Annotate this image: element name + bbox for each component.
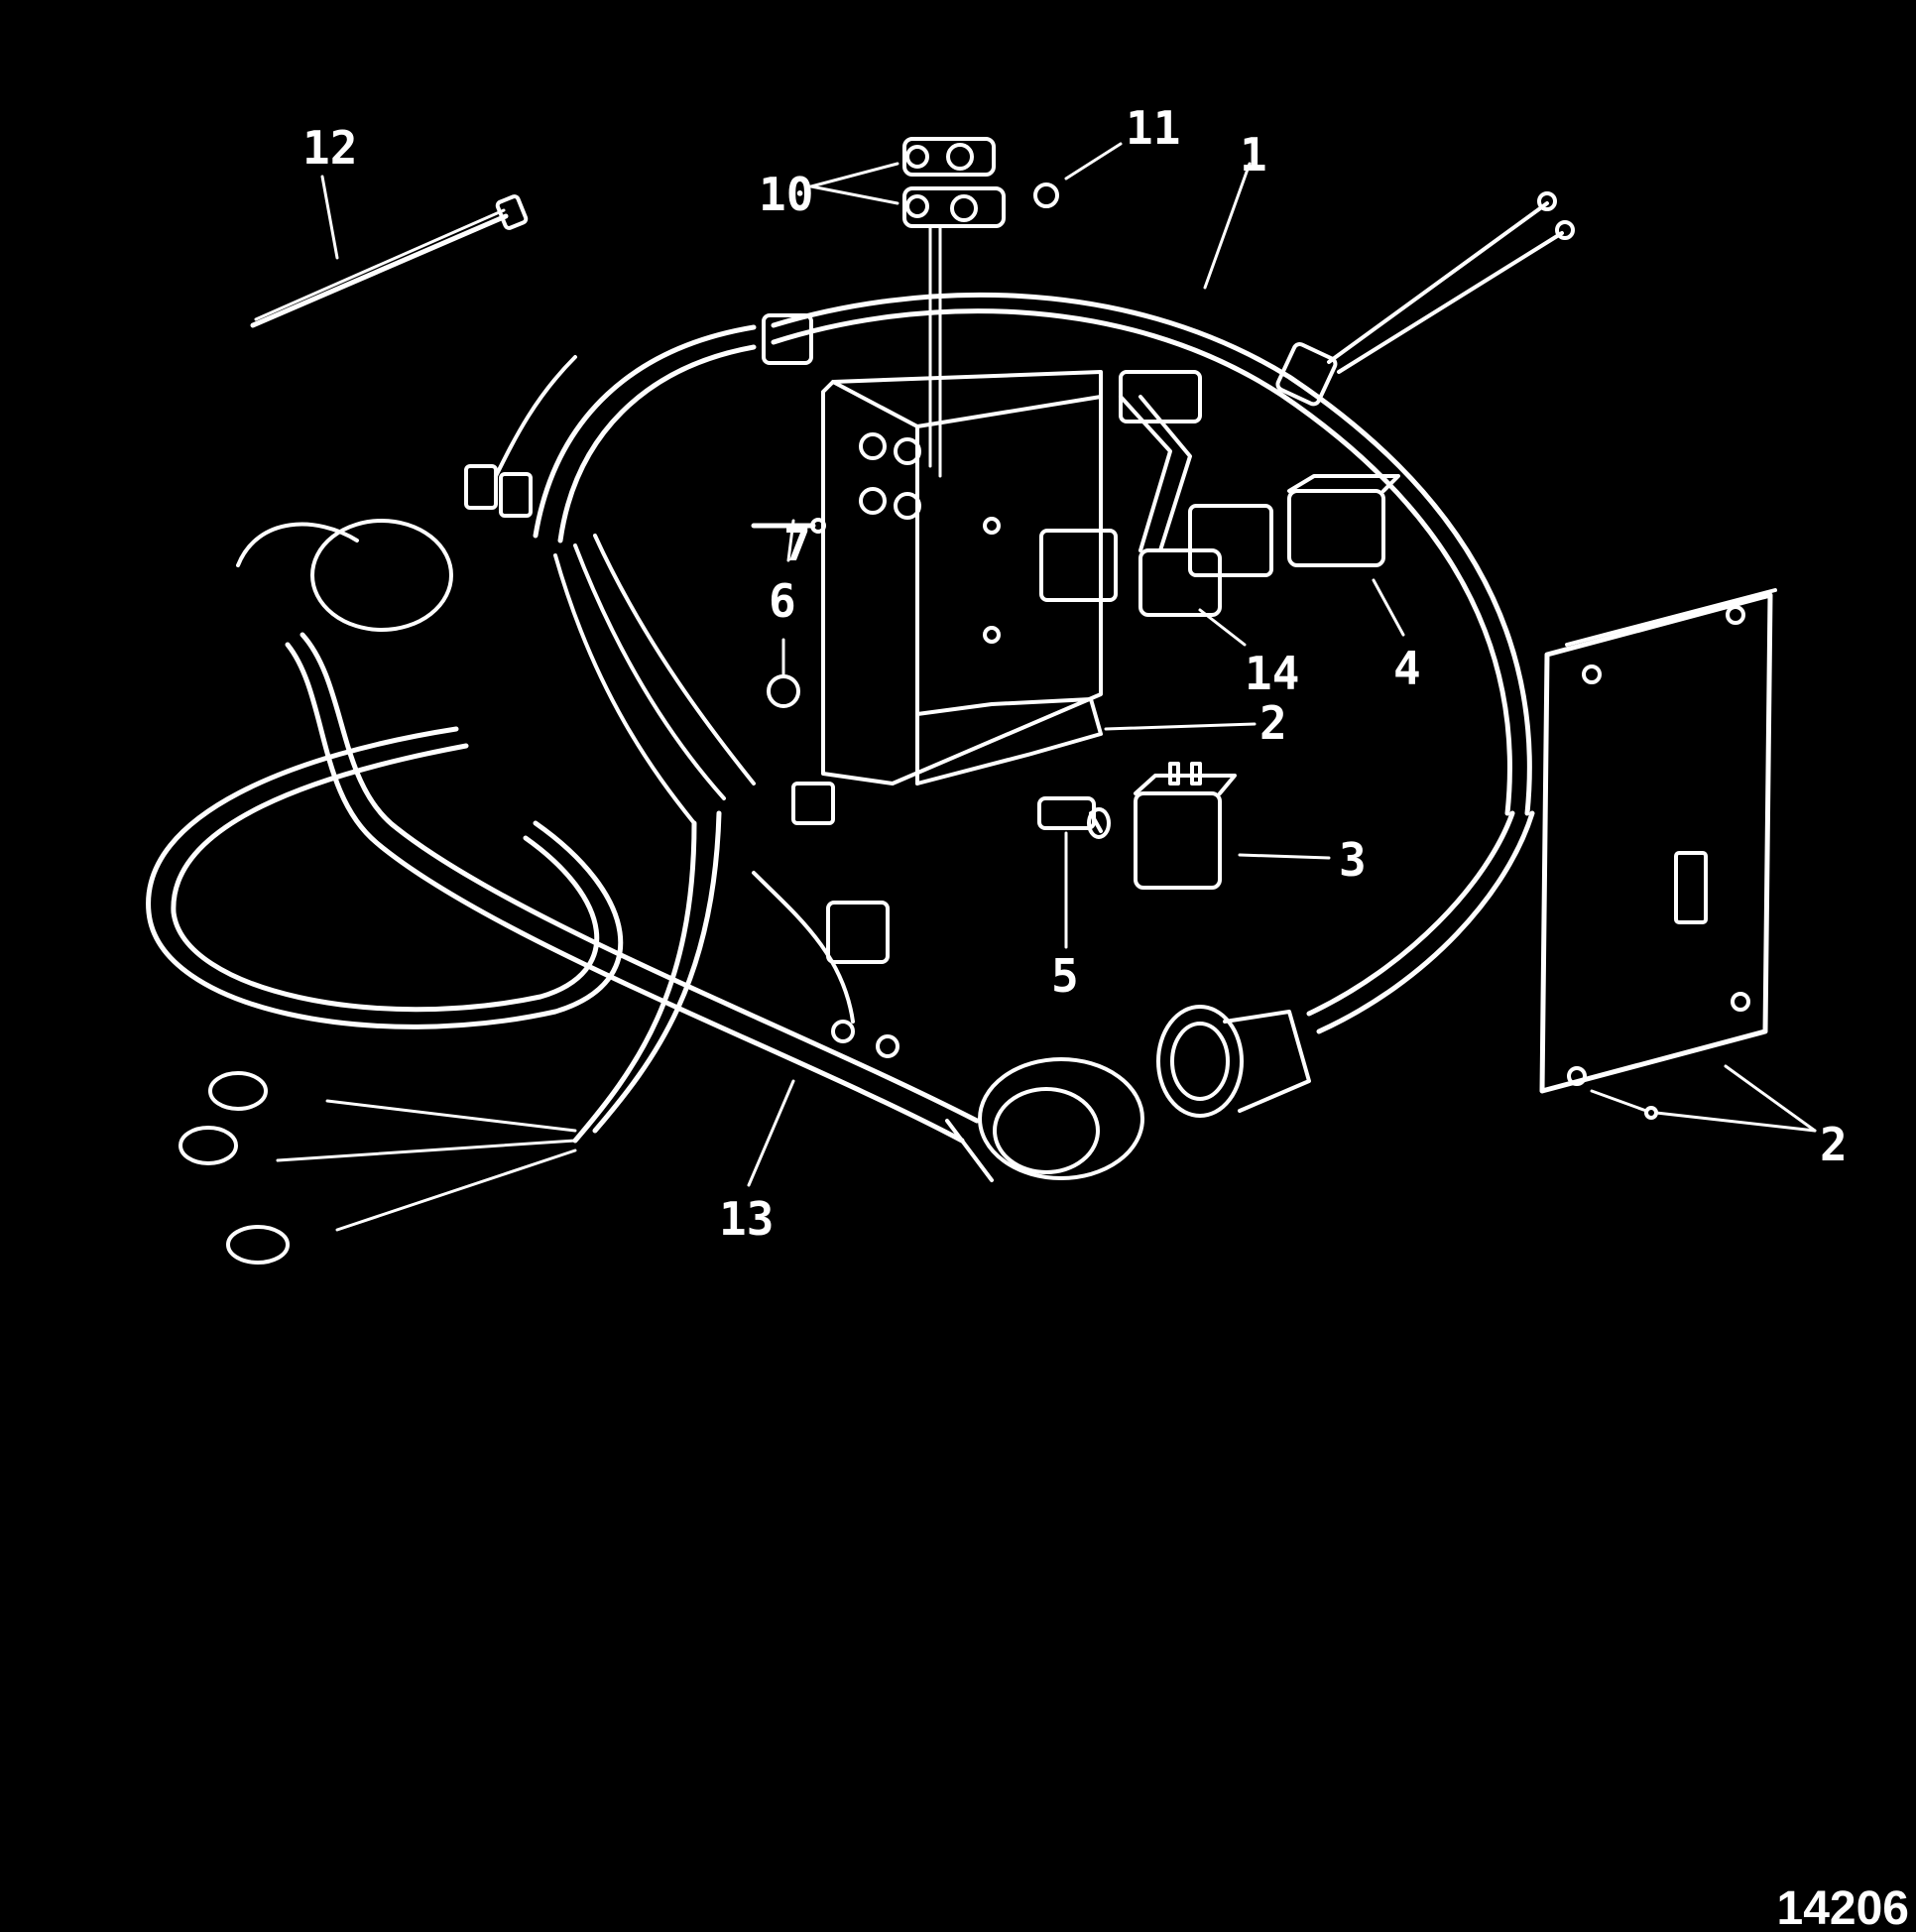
callout-1: 1 [1240, 128, 1267, 181]
callout-10: 10 [759, 168, 813, 221]
callout-12: 12 [302, 121, 357, 175]
callout-5: 5 [1051, 949, 1079, 1003]
nut-drawing [767, 674, 800, 708]
cap-nut-drawing [1033, 182, 1059, 208]
callout-3: 3 [1339, 833, 1367, 887]
main-harness-drawing [533, 191, 1575, 816]
bolt-drawing [1037, 796, 1111, 839]
callout-2-module: 2 [1820, 1118, 1848, 1171]
figure-number: 14206 [1777, 1882, 1909, 1932]
callout-7: 7 [783, 518, 811, 571]
relay-3-drawing [1134, 762, 1237, 890]
cable-tie-drawing [250, 194, 529, 328]
callout-13: 13 [719, 1192, 774, 1246]
callout-2-bracket: 2 [1259, 696, 1287, 750]
branch-wires-drawing [179, 355, 899, 1265]
extension-harness-drawing [146, 519, 1144, 1182]
callout-4: 4 [1393, 642, 1421, 695]
callout-11: 11 [1126, 101, 1180, 155]
callout-14: 14 [1245, 647, 1299, 700]
junction-box-drawing [751, 370, 1103, 785]
relay-4-drawing [1287, 474, 1400, 567]
callout-labels: 12 10 11 1 7 6 14 4 2 3 5 13 2 [302, 101, 1848, 1246]
control-module-drawing [1306, 588, 1777, 1120]
relay-14-drawing [1039, 370, 1273, 617]
callout-6: 6 [769, 574, 796, 628]
round-connector-drawing [1156, 1005, 1311, 1118]
leader-lines [320, 142, 1817, 1187]
